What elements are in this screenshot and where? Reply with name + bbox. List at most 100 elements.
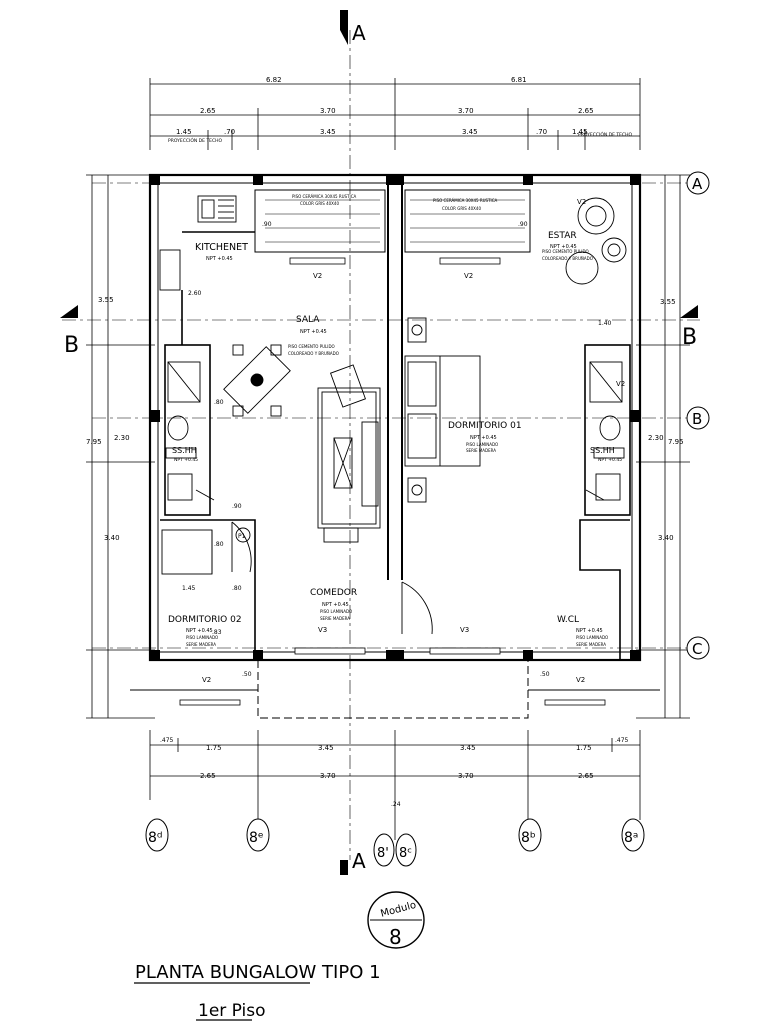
dim-top-r2-1: 2.65: [200, 107, 216, 115]
dim-top-r3-4: 3.45: [462, 128, 478, 136]
drawing-title: PLANTA BUNGALOW TIPO 1: [135, 962, 381, 983]
dimension-lines: [86, 78, 690, 840]
axis-label-c: C: [692, 640, 702, 658]
module-number: 8: [389, 925, 402, 949]
grid-axes: [62, 30, 700, 860]
room-comedor-finish: PISO LAMINADO: [320, 609, 352, 614]
terrace-left-finish2: COLOR GRIS 40X40: [300, 201, 339, 206]
dim-inner-3: .90: [518, 221, 528, 228]
dim-right-total: 7.95: [668, 438, 684, 446]
axis-label-b: B: [692, 410, 702, 428]
dim-inner-7: .50: [242, 671, 252, 678]
module-tag: [367, 891, 425, 949]
dim-bot-r1-2: 1.75: [206, 744, 222, 752]
dim-right-c: 3.40: [658, 534, 674, 542]
room-comedor-finish2: SERIE MADERA: [320, 616, 350, 621]
room-wcl-name: W.CL: [557, 615, 579, 625]
window-tag-8: V2: [616, 380, 625, 388]
room-ss-left-name: SS.HH: [172, 446, 197, 455]
room-ss-right-name: SS.HH: [590, 446, 615, 455]
dim-kitchen: 2.60: [188, 290, 202, 297]
room-estar-finish2: COLOREADO Y BRUÑADO: [542, 256, 593, 261]
dim-bot-r2-3: 3.70: [458, 772, 474, 780]
dim-bot-r2-4: 2.65: [578, 772, 594, 780]
dim-inner-10: .90: [232, 503, 242, 510]
dim-top-r3-6: 1.45: [572, 128, 588, 136]
dim-top-total-right: 6.81: [511, 76, 527, 84]
room-dormitorio02-name: DORMITORIO 02: [168, 615, 242, 625]
axis-label-a: A: [692, 175, 703, 193]
room-dormitorio01-finish: PISO LAMINADO: [466, 442, 498, 447]
dim-top-r3-3: 3.45: [320, 128, 336, 136]
room-wcl-finish: PISO LAMINADO: [576, 635, 608, 640]
dim-top-r3-2: .70: [224, 128, 235, 136]
dim-inner-8: .50: [540, 671, 550, 678]
axis-label-8prime: 8': [377, 846, 389, 861]
section-cut-arrows: [60, 10, 698, 875]
section-marker-b-right: B: [682, 325, 697, 350]
window-tag-3: V2: [577, 198, 586, 206]
window-tag-2: V2: [464, 272, 473, 280]
room-estar-name: ESTAR: [548, 231, 577, 241]
room-sala-level: NPT +0.45: [300, 329, 327, 335]
terrace-right-finish2: COLOR GRIS 40X40: [442, 206, 481, 211]
dim-left-a: 3.55: [98, 296, 114, 304]
dim-left-b: 2.30: [114, 434, 130, 442]
dim-inner-1: 1.40: [598, 320, 612, 327]
dim-inner-2: .90: [262, 221, 272, 228]
room-sala-name: SALA: [296, 315, 320, 325]
room-sala-finish2: COLOREADO Y BRUÑADO: [288, 351, 339, 356]
doors: [195, 489, 605, 635]
window-tag-4: V3: [318, 626, 327, 634]
room-estar-finish: PISO CEMENTO PULIDO: [542, 249, 589, 254]
room-wcl-level: NPT +0.45: [576, 628, 603, 634]
axis-label-8d: 8ᵈ: [148, 830, 163, 846]
room-kitchenet-name: KITCHENET: [195, 242, 248, 253]
window-tag-6: V2: [202, 676, 211, 684]
dim-inner-9: .83: [212, 629, 222, 636]
structural-columns: [150, 175, 640, 660]
room-dormitorio01-finish2: SERIE MADERA: [466, 448, 496, 453]
dim-bot-r1-5: 1.75: [576, 744, 592, 752]
note-proyeccion-left: PROYECCIÓN DE TECHO: [168, 137, 223, 144]
room-dormitorio02-finish2: SERIE MADERA: [186, 642, 216, 647]
dim-top-total-left: 6.82: [266, 76, 282, 84]
axis-label-8e: 8ᵉ: [249, 830, 264, 846]
drawing-subtitle: 1er Piso: [198, 1001, 266, 1021]
terrace-right-finish: PISO CERÁMICA 30X45 RUSTICA: [433, 198, 498, 203]
dim-bot-r1-1: .475: [160, 737, 174, 744]
terrace-left-finish: PISO CERÁMICA 30X45 RUSTICA: [292, 194, 357, 199]
dim-bot-center: .24: [391, 801, 401, 808]
windows: [179, 257, 606, 706]
furniture: [159, 195, 627, 575]
dim-bot-r1-3: 3.45: [318, 744, 334, 752]
axis-label-8c: 8ᶜ: [399, 846, 412, 861]
dim-right-b: 2.30: [648, 434, 664, 442]
room-wcl-finish2: SERIE MADERA: [576, 642, 606, 647]
section-marker-b-left: B: [64, 333, 79, 358]
room-kitchenet-level: NPT +0.45: [206, 256, 233, 262]
dim-right-a: 3.55: [660, 298, 676, 306]
title-underlines: [134, 982, 310, 1021]
dim-left-c: 3.40: [104, 534, 120, 542]
section-marker-a-bottom: A: [352, 849, 366, 873]
dim-bot-r2-1: 2.65: [200, 772, 216, 780]
room-dormitorio02-level: NPT +0.45: [186, 628, 213, 634]
door-tag-p1: P1: [238, 533, 246, 540]
dim-bot-r2-2: 3.70: [320, 772, 336, 780]
window-tag-5: V3: [460, 626, 469, 634]
window-tag-1: V2: [313, 272, 322, 280]
dim-top-r3-5: .70: [536, 128, 547, 136]
axis-label-8b: 8ᵇ: [521, 830, 536, 846]
room-comedor-name: COMEDOR: [310, 588, 357, 598]
dim-top-r3-1: 1.45: [176, 128, 192, 136]
dim-bot-r1-6: .475: [615, 737, 629, 744]
window-tag-7: V2: [576, 676, 585, 684]
dim-left-total: 7.95: [86, 438, 102, 446]
note-proyeccion-right: PROYECCIÓN DE TECHO: [578, 131, 633, 138]
room-comedor-level: NPT +0.45: [322, 602, 349, 608]
room-dormitorio02-finish: PISO LAMINADO: [186, 635, 218, 640]
dim-top-r2-2: 3.70: [320, 107, 336, 115]
dim-top-r2-3: 3.70: [458, 107, 474, 115]
